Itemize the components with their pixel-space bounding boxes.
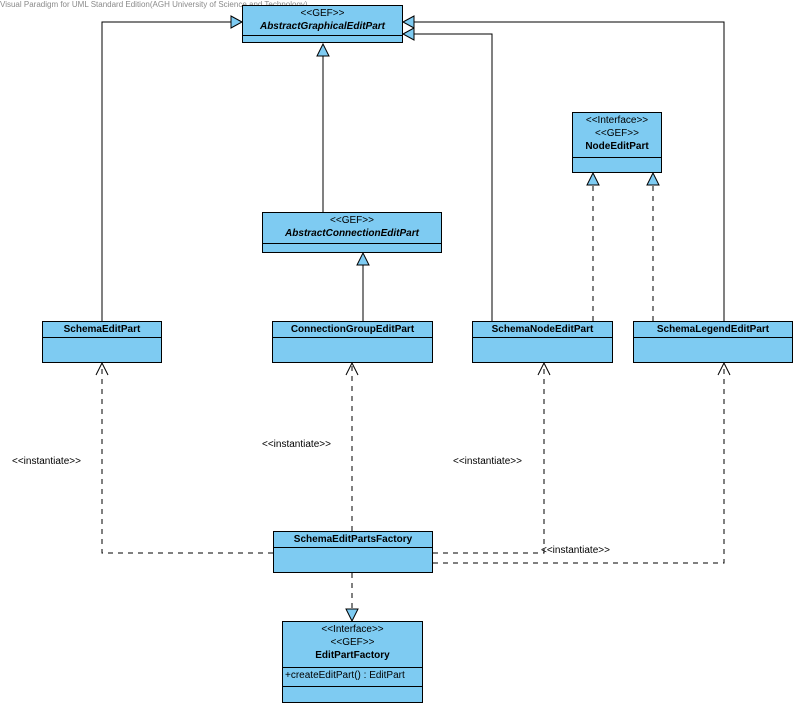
class-schema-edit-part[interactable]: SchemaEditPart <box>42 321 162 363</box>
class-name: AbstractGraphicalEditPart <box>259 21 386 32</box>
dependency-arrowhead <box>717 361 731 376</box>
class-name: AbstractConnectionEditPart <box>285 228 419 239</box>
generalization-schema-legend <box>414 21 725 321</box>
instantiate-label: <<instantiate>> <box>453 456 522 467</box>
dependency-instantiate-schema <box>101 363 273 554</box>
interface-node-edit-part[interactable]: <<Interface>> <<GEF>> NodeEditPart <box>572 112 662 173</box>
operation-create-edit-part: +createEditPart() : EditPart <box>285 670 405 681</box>
class-name: ConnectionGroupEditPart <box>290 324 415 335</box>
dependency-instantiate-node <box>433 363 545 554</box>
stereotype-label: <<GEF>> <box>330 215 374 226</box>
stereotype-label: <<GEF>> <box>330 637 375 648</box>
class-schema-node-edit-part[interactable]: SchemaNodeEditPart <box>472 321 613 363</box>
class-schema-legend-edit-part[interactable]: SchemaLegendEditPart <box>633 321 793 363</box>
stereotype-label: <<Interface>> <box>321 624 384 635</box>
class-name: SchemaEditPartsFactory <box>293 534 413 545</box>
dependency-arrowhead <box>537 361 551 376</box>
class-name: SchemaNodeEditPart <box>491 324 594 335</box>
interface-edit-part-factory[interactable]: <<Interface>> <<GEF>> EditPartFactory +c… <box>282 621 423 703</box>
generalization-arrowhead <box>316 42 330 57</box>
realization-arrowhead <box>345 608 359 623</box>
generalization-arrowhead <box>401 15 415 29</box>
class-name: EditPartFactory <box>315 650 390 661</box>
class-schema-edit-parts-factory[interactable]: SchemaEditPartsFactory <box>273 531 433 573</box>
generalization-arrowhead <box>230 15 244 29</box>
instantiate-label: <<instantiate>> <box>12 456 81 467</box>
generalization-schema-node <box>414 33 493 321</box>
instantiate-label: <<instantiate>> <box>262 439 331 450</box>
class-name: NodeEditPart <box>585 141 649 152</box>
generalization-arrowhead <box>356 251 370 266</box>
dependency-instantiate-legend <box>433 363 725 564</box>
stereotype-label: <<GEF>> <box>595 128 639 139</box>
class-name: SchemaLegendEditPart <box>656 324 770 335</box>
realization-arrowhead <box>646 171 660 186</box>
class-name: SchemaEditPart <box>63 324 141 335</box>
generalization-schema-edit-part <box>101 21 231 321</box>
dependency-arrowhead <box>95 361 109 376</box>
instantiate-label: <<instantiate>> <box>541 545 610 556</box>
watermark: Visual Paradigm for UML Standard Edition… <box>0 0 308 9</box>
class-abstract-connection-edit-part[interactable]: <<GEF>> AbstractConnectionEditPart <box>262 212 442 253</box>
realization-arrowhead <box>586 171 600 186</box>
stereotype-label: <<GEF>> <box>300 8 345 19</box>
class-abstract-graphical-edit-part[interactable]: <<GEF>> AbstractGraphicalEditPart <box>242 5 403 43</box>
dependency-arrowhead <box>345 361 359 376</box>
class-connection-group-edit-part[interactable]: ConnectionGroupEditPart <box>272 321 433 363</box>
generalization-arrowhead <box>401 27 415 41</box>
stereotype-label: <<Interface>> <box>585 115 649 126</box>
